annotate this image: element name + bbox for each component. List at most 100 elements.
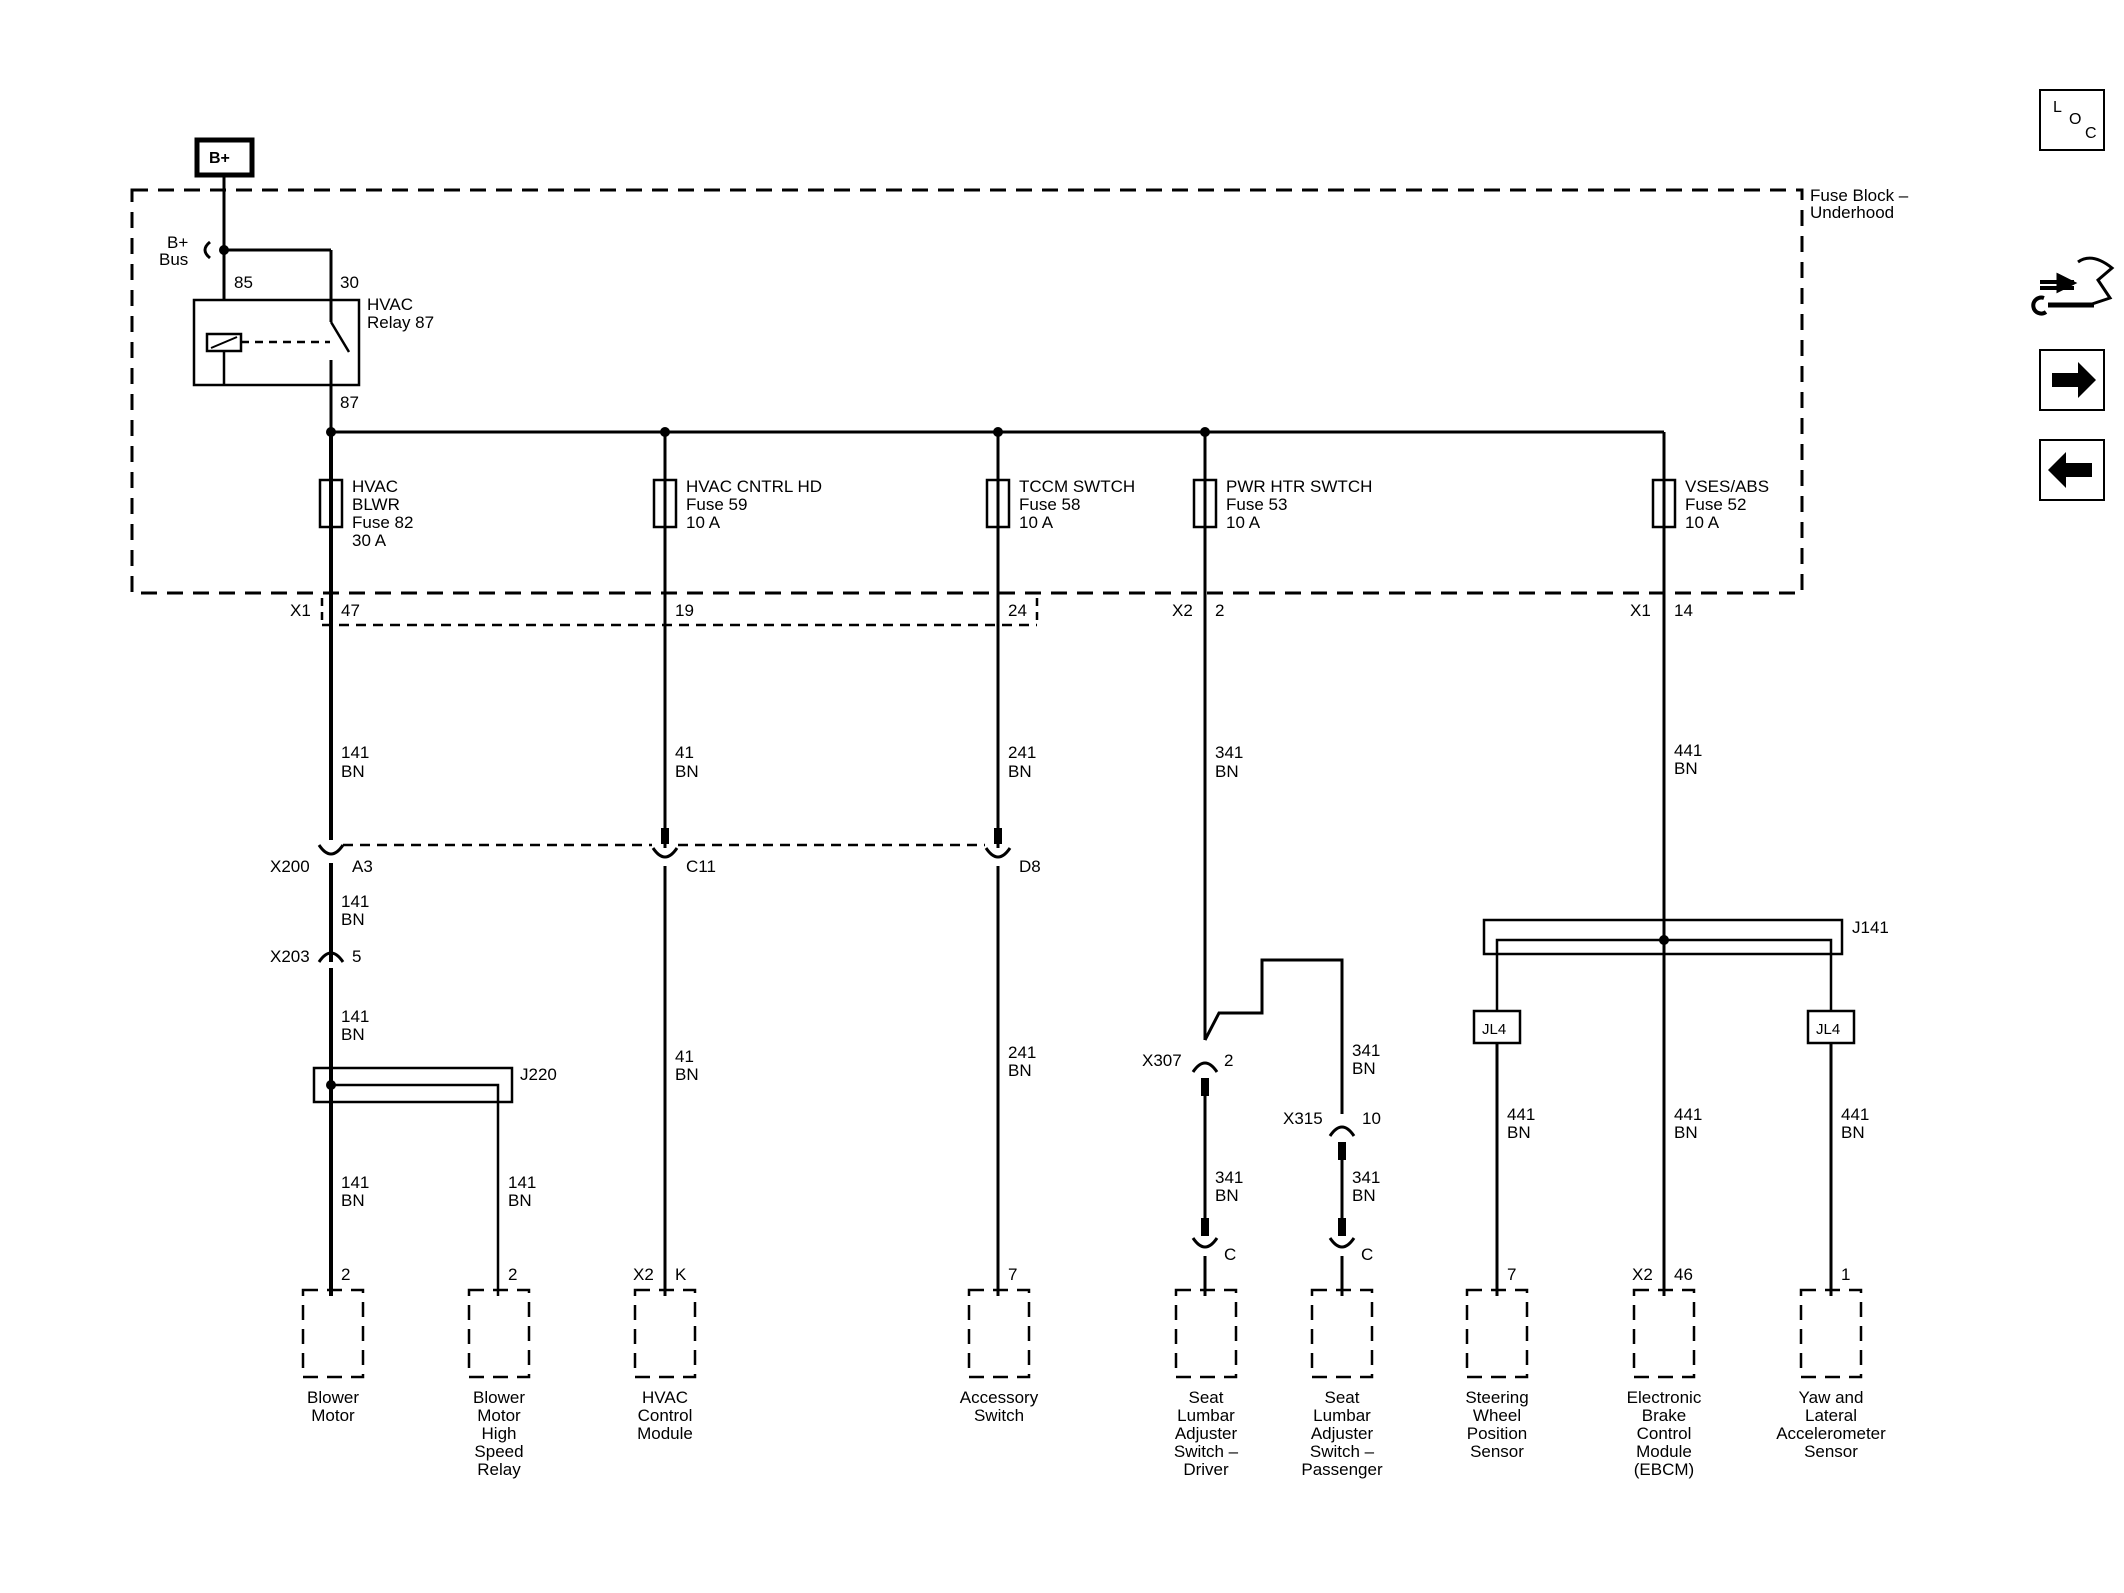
yaw-sensor-pin: 1 <box>1841 1265 1850 1284</box>
wire-241-a-color: BN <box>1008 762 1032 781</box>
wire-141-a-num: 141 <box>341 743 369 762</box>
ebcm-name-4: Module <box>1636 1442 1692 1461</box>
steering-sensor-name-3: Position <box>1467 1424 1527 1443</box>
x200-pin-a3: A3 <box>352 857 373 876</box>
hvac-module-name-3: Module <box>637 1424 693 1443</box>
jl4-left-label: JL4 <box>1482 1021 1506 1038</box>
relay-pin-87: 87 <box>340 393 359 412</box>
fuse-53-label-2: Fuse 53 <box>1226 495 1287 514</box>
hvac-module-conn: X2 <box>633 1265 654 1284</box>
steering-sensor-box <box>1465 1288 1529 1379</box>
seat-driver-name-3: Adjuster <box>1175 1424 1238 1443</box>
x1-pin-47: 47 <box>341 601 360 620</box>
seat-driver-name-5: Driver <box>1183 1460 1229 1479</box>
wire-441-a-num: 441 <box>1674 741 1702 760</box>
x203-terminal-female-icon <box>317 951 345 963</box>
fuse-53-label: PWR HTR SWTCH <box>1226 477 1372 496</box>
yaw-sensor-name-3: Accelerometer <box>1776 1424 1886 1443</box>
wire-341-c-color: BN <box>1215 1186 1239 1205</box>
ebcm-pin: 46 <box>1674 1265 1693 1284</box>
wire-41-a-num: 41 <box>675 743 694 762</box>
x200-pin-c11: C11 <box>686 857 716 876</box>
fuse-52-label-3: 10 A <box>1685 513 1720 532</box>
x1-right-label: X1 <box>1630 601 1651 620</box>
x307-terminal-icon <box>1191 1061 1219 1073</box>
loc-text-c: C <box>2085 125 2097 142</box>
c-passenger-pin: C <box>1361 1245 1373 1264</box>
relay-pin-30: 30 <box>340 273 359 292</box>
seat-passenger-name-3: Adjuster <box>1311 1424 1374 1443</box>
seat-driver-box <box>1174 1288 1238 1379</box>
fuse-82-label-4: 30 A <box>352 531 387 550</box>
wire-441-c-num: 441 <box>1674 1105 1702 1124</box>
x315-pin: 10 <box>1362 1109 1381 1128</box>
x315-terminal-icon <box>1328 1125 1356 1137</box>
blower-motor-name: Blower <box>307 1388 359 1407</box>
blower-relay-name-3: High <box>482 1424 517 1443</box>
loc-button[interactable] <box>2039 89 2105 151</box>
wire-341-b-num: 341 <box>1352 1041 1380 1060</box>
x307-label: X307 <box>1142 1051 1182 1070</box>
seat-driver-name-2: Lumbar <box>1177 1406 1235 1425</box>
fuse-53-label-3: 10 A <box>1226 513 1261 532</box>
hvac-relay-box <box>192 298 361 387</box>
wire-241-a-num: 241 <box>1008 743 1036 762</box>
wire-41-b-num: 41 <box>675 1047 694 1066</box>
wire-141-d-color: BN <box>341 1191 365 1210</box>
loc-text-l: L <box>2053 99 2062 116</box>
b-plus-label: B+ <box>209 150 230 167</box>
steering-sensor-name: Steering <box>1465 1388 1528 1407</box>
wire-241-b-num: 241 <box>1008 1043 1036 1062</box>
fuse-59-label-3: 10 A <box>686 513 721 532</box>
x1-pin-19: 19 <box>675 601 694 620</box>
wire-341-c-num: 341 <box>1215 1168 1243 1187</box>
b-plus-bus-splice <box>219 245 229 255</box>
wire-441-d-color: BN <box>1841 1123 1865 1142</box>
relay-switch-contact-icon <box>329 321 351 353</box>
steering-sensor-name-4: Sensor <box>1470 1442 1524 1461</box>
wire-141-e-color: BN <box>508 1191 532 1210</box>
fuse-58-label: TCCM SWTCH <box>1019 477 1135 496</box>
blower-motor-box <box>301 1288 365 1379</box>
accessory-switch-name-2: Switch <box>974 1406 1024 1425</box>
wire-141-c-num: 141 <box>341 1007 369 1026</box>
fuse-block-boundary <box>130 188 1804 595</box>
wire-141-b-color: BN <box>341 910 365 929</box>
wire-441-c-color: BN <box>1674 1123 1698 1142</box>
fuse-52-label-2: Fuse 52 <box>1685 495 1746 514</box>
wire-341-a-color: BN <box>1215 762 1239 781</box>
splice-j220-icon <box>312 1066 514 1104</box>
fuse-block-label-2: Underhood <box>1810 203 1894 222</box>
wire-441-d-num: 441 <box>1841 1105 1869 1124</box>
left-arrow-button[interactable] <box>2039 439 2105 501</box>
loc-text-o: O <box>2069 111 2081 128</box>
accessory-switch-box <box>967 1288 1031 1379</box>
wire-341-b-color: BN <box>1352 1059 1376 1078</box>
x2-pin-2: 2 <box>1215 601 1224 620</box>
x1-label: X1 <box>290 601 311 620</box>
blower-motor-pin: 2 <box>341 1265 350 1284</box>
yaw-sensor-name: Yaw and <box>1799 1388 1864 1407</box>
wire-141-a-color: BN <box>341 762 365 781</box>
ebcm-name-3: Control <box>1637 1424 1692 1443</box>
x200-label: X200 <box>270 857 310 876</box>
fuse-82-label-3: Fuse 82 <box>352 513 413 532</box>
hvac-module-box <box>633 1288 697 1379</box>
yaw-sensor-box <box>1799 1288 1863 1379</box>
system-wrench-icon[interactable] <box>2031 256 2115 316</box>
blower-relay-name: Blower <box>473 1388 525 1407</box>
wire-141-c-color: BN <box>341 1025 365 1044</box>
seat-passenger-name-4: Switch – <box>1310 1442 1375 1461</box>
fuse-58-label-3: 10 A <box>1019 513 1054 532</box>
right-arrow-button[interactable] <box>2039 349 2105 411</box>
blower-relay-name-4: Speed <box>474 1442 523 1461</box>
wire-341-a-num: 341 <box>1215 743 1243 762</box>
seat-driver-name: Seat <box>1189 1388 1224 1407</box>
hvac-module-pin: K <box>675 1265 687 1284</box>
fuse-59-label-2: Fuse 59 <box>686 495 747 514</box>
wire-441-b-color: BN <box>1507 1123 1531 1142</box>
yaw-sensor-name-2: Lateral <box>1805 1406 1857 1425</box>
x203-label: X203 <box>270 947 310 966</box>
x203-pin: 5 <box>352 947 361 966</box>
